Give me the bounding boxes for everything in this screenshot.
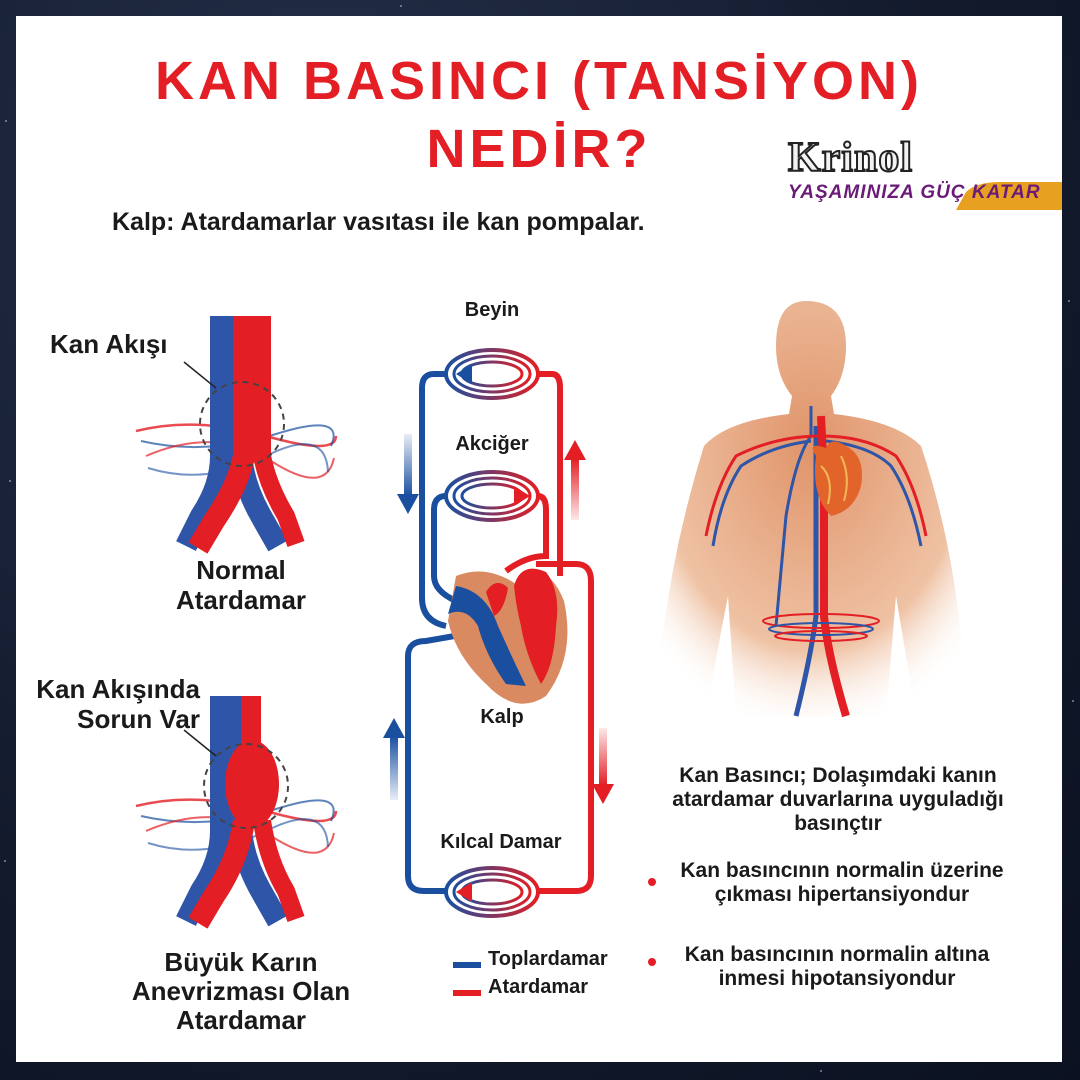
bullet-hypertension: Kan basıncının normalin üzerine çıkması … xyxy=(662,859,1022,907)
bullet-line: inmesi hipotansiyondur xyxy=(718,967,956,990)
label-heart: Kalp xyxy=(480,706,524,728)
flow-arrow-up-left xyxy=(383,718,405,800)
caption-line: Normal xyxy=(196,555,286,585)
caption-aneurysm-artery: Büyük Karın Anevrizması Olan Atardamar xyxy=(106,948,376,1035)
caption-line: Büyük Karın xyxy=(164,947,318,977)
lungs-coil xyxy=(444,470,540,522)
infographic-card: KAN BASINCI (TANSİYON) NEDİR? Krinol YAŞ… xyxy=(16,16,1062,1062)
flow-arrow-down-right xyxy=(592,728,614,804)
caption-line: Atardamar xyxy=(175,1005,307,1035)
label-brain: Beyin xyxy=(464,299,520,321)
caption-line: Atardamar xyxy=(175,585,307,615)
definition-line: atardamar duvarlarına uyguladığı xyxy=(672,788,1004,811)
logo-wordmark: Krinol xyxy=(787,134,914,182)
title-line-1: KAN BASINCI (TANSİYON) xyxy=(155,51,923,111)
definition-text: Kan Basıncı; Dolaşımdaki kanın atardamar… xyxy=(648,764,1028,836)
bullet-hypotension: Kan basıncının normalin altına inmesi hi… xyxy=(662,943,1012,991)
illustration-canvas xyxy=(135,301,968,996)
logo-banner-shape xyxy=(956,182,1062,210)
callout-line: Kan Akışında xyxy=(36,674,200,704)
callout-line: Sorun Var xyxy=(77,704,200,734)
brain-coil xyxy=(444,348,540,400)
legend-swatch-vein xyxy=(453,962,481,968)
bullet-line: çıkması hipertansiyondur xyxy=(714,883,970,906)
callout-flow-problem: Kan Akışında Sorun Var xyxy=(30,674,200,734)
logo-tagline: YAŞAMINIZA GÜÇ KATAR xyxy=(788,182,1041,203)
definition-line: Kan Basıncı; Dolaşımdaki kanın xyxy=(679,764,997,787)
intro-text: Kalp: Atardamarlar vasıtası ile kan pomp… xyxy=(112,208,645,236)
legend-label-vein: Toplardamar xyxy=(488,948,608,970)
flow-arrow-down-left xyxy=(397,434,419,514)
bullet-dot-1 xyxy=(648,878,656,886)
human-body-illustration xyxy=(655,301,968,718)
caption-line: Anevrizması Olan xyxy=(131,976,351,1006)
normal-artery-illustration xyxy=(135,316,338,554)
callout-blood-flow: Kan Akışı xyxy=(50,329,168,359)
heart-illustration xyxy=(448,568,568,704)
flow-arrow-up-right xyxy=(564,440,586,520)
aneurysm-artery-illustration xyxy=(135,696,338,929)
bullet-dot-2 xyxy=(648,958,656,966)
capillary-coil xyxy=(444,866,540,918)
label-lungs: Akciğer xyxy=(455,433,529,455)
caption-normal-artery: Normal Atardamar xyxy=(156,555,326,615)
bullet-line: Kan basıncının normalin altına xyxy=(684,943,990,966)
bullet-line: Kan basıncının normalin üzerine xyxy=(680,859,1004,882)
label-capillary: Kılcal Damar xyxy=(440,831,562,853)
definition-line: basınçtır xyxy=(794,812,882,835)
legend-swatch-artery xyxy=(453,990,481,996)
legend-label-artery: Atardamar xyxy=(488,976,589,998)
circulation-diagram xyxy=(383,348,614,996)
title-line-2: NEDİR? xyxy=(426,119,652,179)
